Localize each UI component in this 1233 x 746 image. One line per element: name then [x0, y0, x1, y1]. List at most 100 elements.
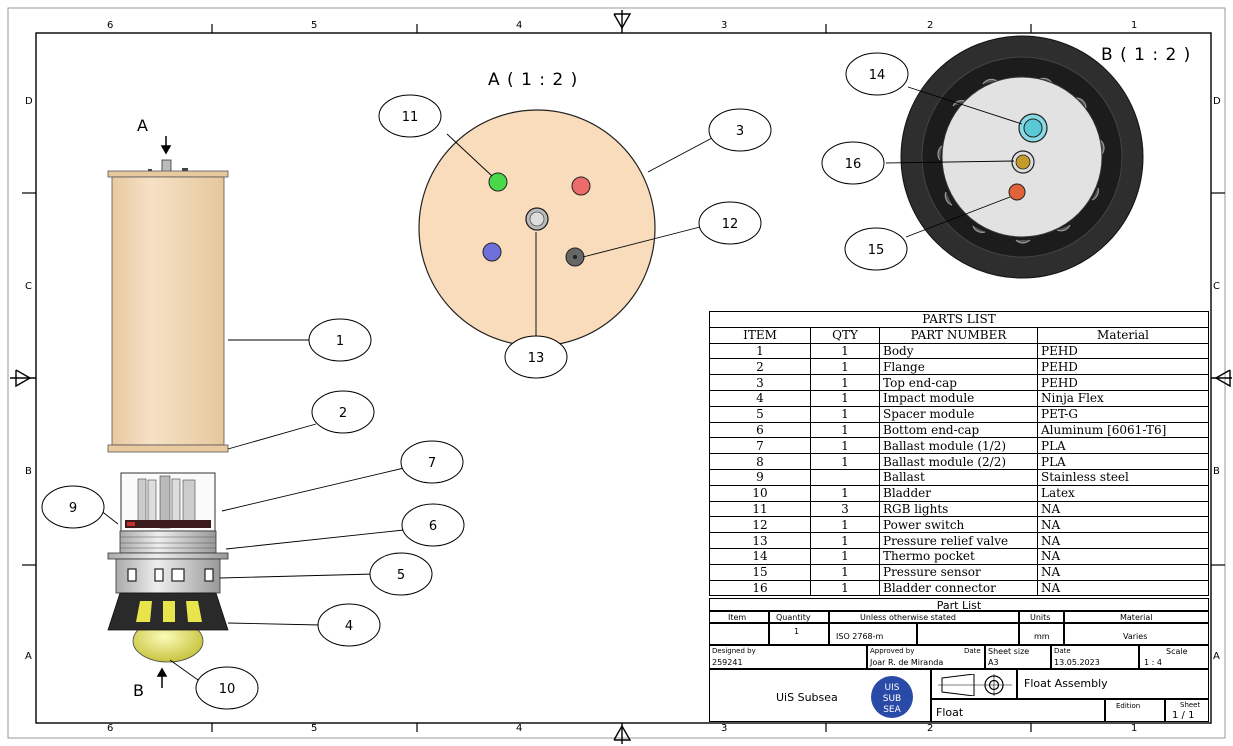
- parts-list-cell-item: 15: [709, 563, 811, 581]
- parts-list-cell-qty: 1: [810, 532, 880, 549]
- centering-marks: [10, 10, 1232, 744]
- title-block: Part List Item Quantity Unless otherwise…: [709, 598, 1209, 722]
- parts-list-cell-material: PEHD: [1037, 374, 1209, 391]
- zone-row-d-left: D: [25, 96, 33, 107]
- parts-list-cell-item: 9: [709, 468, 811, 486]
- zone-col-5-top: 5: [311, 20, 318, 31]
- pl-item-label: Item: [728, 613, 747, 622]
- parts-list-cell-qty: 1: [810, 374, 880, 391]
- parts-list-cell-part-number: Top end-cap: [879, 374, 1038, 391]
- drawing-title: Float Assembly: [1024, 677, 1108, 690]
- parts-list-cell-qty: 3: [810, 500, 880, 518]
- parts-list-cell-material: NA: [1037, 579, 1209, 597]
- parts-list-cell-item: 13: [709, 532, 811, 549]
- rgb-light-blue: [482, 242, 502, 262]
- leader-lines: [99, 86, 1023, 681]
- parts-list-table: PARTS LIST ITEM QTY PART NUMBER Material…: [709, 311, 1209, 597]
- bottom-flange: [107, 444, 229, 453]
- parts-list-cell-qty: 1: [810, 563, 880, 581]
- parts-list-cell-material: NA: [1037, 547, 1209, 565]
- float-side-view: [107, 159, 229, 663]
- rgb-light-green: [488, 172, 508, 192]
- parts-list-cell-part-number: Bladder: [879, 484, 1038, 502]
- parts-list-cell-part-number: RGB lights: [879, 500, 1038, 518]
- balloon-7: 7: [428, 456, 436, 471]
- zone-row-b-right: B: [1213, 466, 1220, 477]
- parts-list-cell-material: NA: [1037, 516, 1209, 534]
- balloons: [41, 52, 909, 710]
- parts-list-cell-material: Ninja Flex: [1037, 389, 1209, 407]
- parts-list-cell-material: NA: [1037, 563, 1209, 581]
- zone-row-a-left: A: [25, 651, 32, 662]
- parts-list-cell-item: 7: [709, 437, 811, 455]
- parts-list-cell-item: 8: [709, 453, 811, 470]
- parts-list-cell-item: 14: [709, 547, 811, 565]
- parts-list-cell-material: NA: [1037, 532, 1209, 549]
- sheet-size-label: Sheet size: [988, 647, 1030, 656]
- top-connector: [161, 159, 172, 173]
- parts-list-cell-part-number: Ballast: [879, 468, 1038, 486]
- balloon-14: 14: [869, 68, 886, 83]
- approved-date-label: Date: [964, 647, 981, 655]
- parts-list-cell-material: PLA: [1037, 437, 1209, 455]
- view-b-bottom: [900, 35, 1144, 279]
- parts-list-cell-part-number: Bladder connector: [879, 579, 1038, 597]
- parts-list-cell-item: 2: [709, 358, 811, 376]
- pl-standard-value: ISO 2768-m: [836, 632, 884, 641]
- parts-list-cell-item: 16: [709, 579, 811, 597]
- pl-quantity-label: Quantity: [776, 613, 811, 622]
- zone-row-c-left: C: [25, 281, 32, 292]
- parts-list-cell-qty: 1: [810, 421, 880, 439]
- parts-list-cell-part-number: Ballast module (1/2): [879, 437, 1038, 455]
- pl-units-value: mm: [1034, 632, 1050, 641]
- part-list-header: Part List: [709, 598, 1209, 612]
- approved-by-value: Joar R. de Miranda: [870, 658, 944, 667]
- scale-label: Scale: [1166, 647, 1188, 656]
- logo-line-3: SEA: [883, 705, 901, 715]
- balloon-1: 1: [336, 334, 344, 349]
- balloon-9: 9: [69, 501, 77, 516]
- date-value: 13.05.2023: [1054, 658, 1100, 667]
- parts-list-cell-part-number: Flange: [879, 358, 1038, 376]
- balloon-5: 5: [397, 568, 405, 583]
- approved-by-label: Approved by: [870, 647, 915, 655]
- parts-list-cell-part-number: Impact module: [879, 389, 1038, 407]
- part-list-title: Part List: [936, 599, 982, 612]
- zone-col-1-top: 1: [1131, 20, 1138, 31]
- parts-list-title: PARTS LIST: [709, 311, 1209, 328]
- parts-list-cell-part-number: Pressure sensor: [879, 563, 1038, 581]
- parts-list-cell-qty: 1: [810, 389, 880, 407]
- col-header-item: ITEM: [709, 326, 811, 344]
- view-a-top-end-cap: [418, 109, 656, 347]
- zone-col-6-top: 6: [107, 20, 114, 31]
- parts-list-cell-item: 4: [709, 389, 811, 407]
- parts-list-cell-qty: 1: [810, 579, 880, 597]
- projection-symbol-icon: [938, 674, 1012, 696]
- zone-col-3-top: 3: [721, 20, 728, 31]
- parts-list-cell-material: PET-G: [1037, 405, 1209, 423]
- col-header-material: Material: [1037, 326, 1209, 344]
- drawing-name: Float: [936, 706, 964, 719]
- zone-col-5-bottom: 5: [311, 723, 318, 734]
- zone-row-b-left: B: [25, 466, 32, 477]
- body: [111, 176, 225, 446]
- col-header-qty: QTY: [810, 326, 880, 344]
- pl-units-label: Units: [1030, 613, 1051, 622]
- parts-list-cell-material: NA: [1037, 500, 1209, 518]
- balloon-12: 12: [722, 217, 739, 232]
- parts-list-cell-qty: 1: [810, 453, 880, 470]
- zone-col-2-bottom: 2: [927, 723, 934, 734]
- parts-list-cell-qty: 1: [810, 405, 880, 423]
- logo-line-2: SUB: [883, 694, 901, 704]
- designed-by-label: Designed by: [712, 647, 756, 655]
- zone-row-c-right: C: [1213, 281, 1220, 292]
- parts-list-cell-part-number: Body: [879, 342, 1038, 360]
